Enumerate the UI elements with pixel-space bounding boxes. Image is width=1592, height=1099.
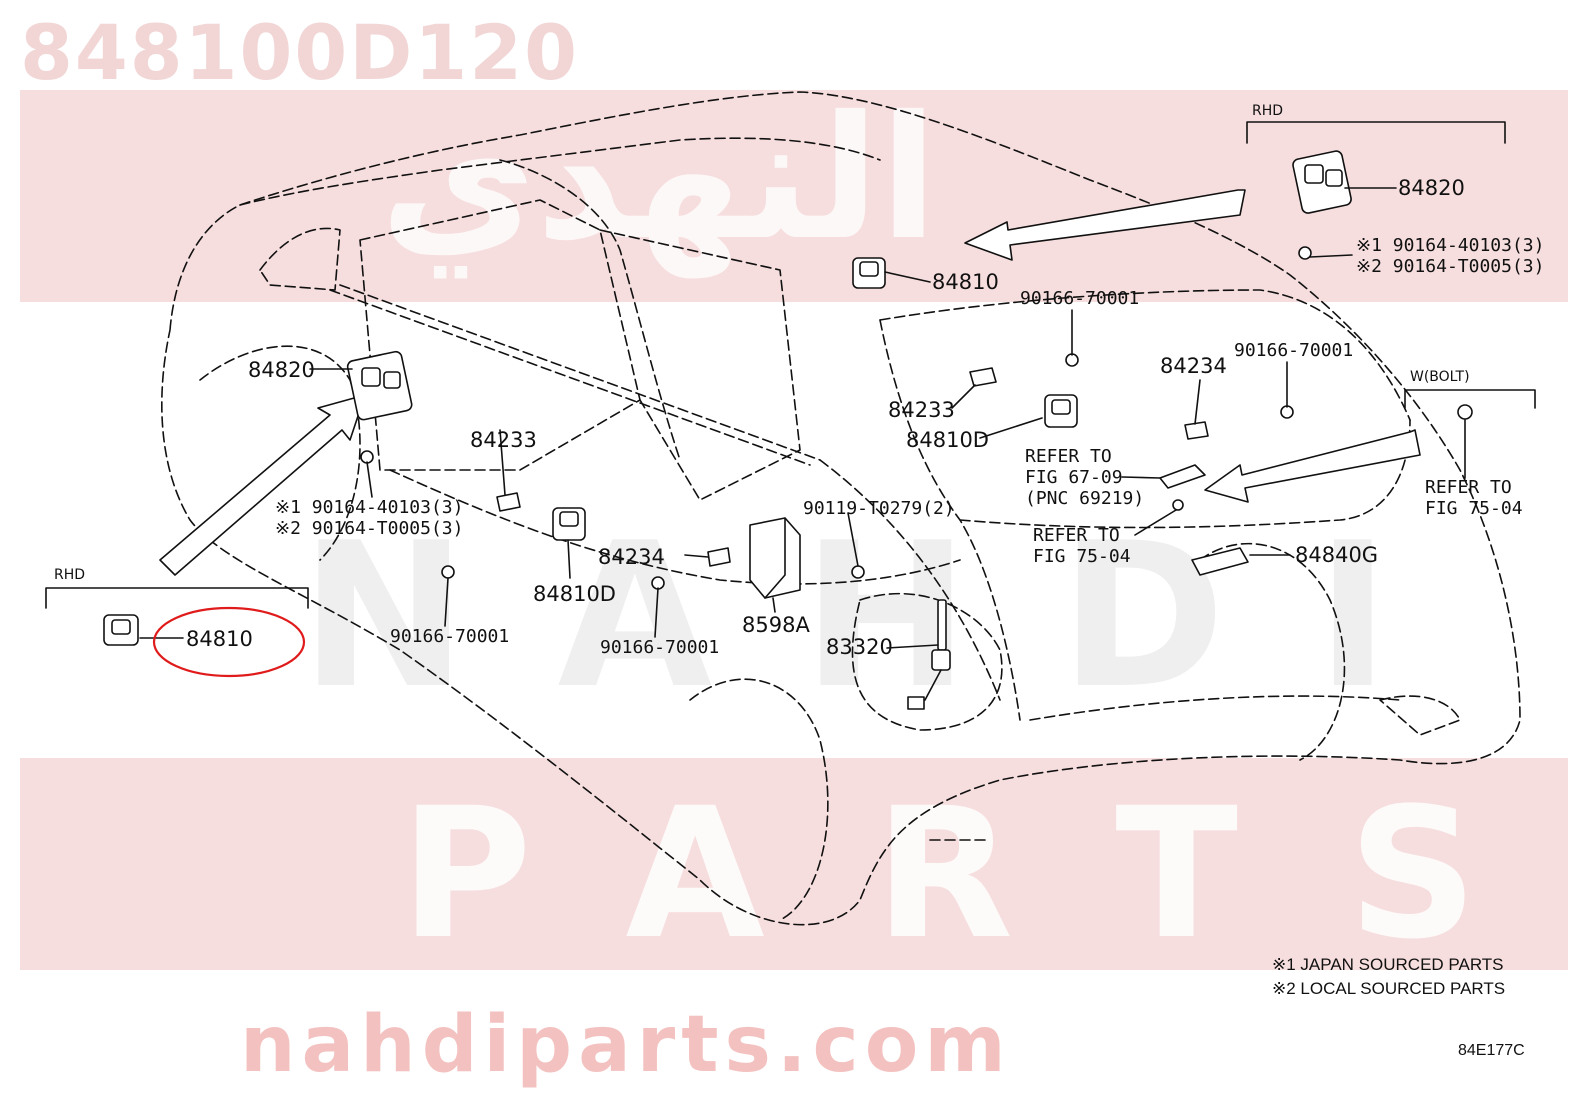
label-refer-7504-right-line2: FIG 75-04	[1425, 498, 1523, 519]
legend-note-1: ※1 JAPAN SOURCED PARTS	[1272, 955, 1504, 974]
arrow-right	[1204, 429, 1421, 503]
watermark-arabic: النهدي	[380, 80, 938, 278]
bolt-icons	[441, 353, 1473, 590]
label-84840G: 84840G	[1295, 543, 1379, 567]
label-84810-highlighted: 84810	[186, 627, 253, 651]
switch-84820-top-icon	[1292, 150, 1352, 260]
label-top-note-1: ※1 90164-40103(3)	[1356, 235, 1545, 256]
label-left-84820: 84820	[248, 358, 315, 382]
label-wbolt: W(BOLT)	[1410, 369, 1470, 385]
switch-84810D-left-icon	[552, 507, 586, 541]
arrow-top	[964, 189, 1246, 261]
watermark-band-bottom	[20, 758, 1568, 970]
label-center-90166: 90166-70001	[1020, 288, 1140, 309]
label-83320: 83320	[826, 635, 893, 659]
label-top-note-2: ※2 90164-T0005(3)	[1356, 256, 1545, 277]
switch-84810-rhd-icon	[103, 614, 139, 646]
label-refer-7504-right-line1: REFER TO	[1425, 477, 1512, 498]
switch-84810D-center-icon	[1044, 394, 1078, 428]
label-refer-7504-center-line2: FIG 75-04	[1033, 546, 1131, 567]
switch-84820-left-icon	[346, 350, 413, 464]
label-bottom-rhd: RHD	[54, 567, 86, 583]
label-left-note-1: ※1 90164-40103(3)	[275, 497, 464, 518]
legend-note-2: ※2 LOCAL SOURCED PARTS	[1272, 979, 1506, 998]
watermark-nahdi: NAHDI	[300, 500, 1480, 733]
lamp-84840G-icon	[1191, 547, 1249, 576]
sensor-83320-icon	[907, 599, 951, 710]
label-left-90166: 90166-70001	[390, 626, 510, 647]
arrow-left	[159, 394, 366, 576]
label-right-84234: 84234	[1160, 354, 1227, 378]
site-url-watermark: nahdiparts.com	[240, 1000, 1012, 1090]
label-refer-7504-center-line1: REFER TO	[1033, 525, 1120, 546]
label-left-84233: 84233	[470, 428, 537, 452]
label-8598A: 8598A	[742, 613, 810, 637]
label-center-84810D: 84810D	[906, 428, 989, 452]
figure-code: 84E177C	[1458, 1042, 1525, 1059]
brackets	[45, 121, 1536, 609]
label-top-84820: 84820	[1398, 176, 1465, 200]
label-center-84810: 84810	[932, 270, 999, 294]
highlight-ellipse	[152, 606, 306, 678]
label-right-90166: 90166-70001	[1234, 340, 1354, 361]
label-center-90166-lower: 90166-70001	[600, 637, 720, 658]
label-center-84233: 84233	[888, 398, 955, 422]
label-refer-6709-line3: (PNC 69219)	[1025, 488, 1145, 509]
leader-lines	[139, 187, 1466, 649]
switch-84810-center-icon	[852, 257, 886, 289]
label-90119: 90119-T0279(2)	[803, 498, 955, 519]
lamp-refer-6709-icon	[1159, 464, 1206, 489]
label-left-84810D: 84810D	[533, 582, 616, 606]
label-center-84234: 84234	[598, 545, 665, 569]
module-8598A-icon	[749, 517, 801, 599]
part-number-watermark: 848100D120	[20, 8, 580, 97]
label-refer-6709-line2: FIG 67-09	[1025, 467, 1123, 488]
label-top-rhd: RHD	[1252, 103, 1284, 119]
label-refer-6709-line1: REFER TO	[1025, 446, 1112, 467]
label-left-note-2: ※2 90164-T0005(3)	[275, 518, 464, 539]
